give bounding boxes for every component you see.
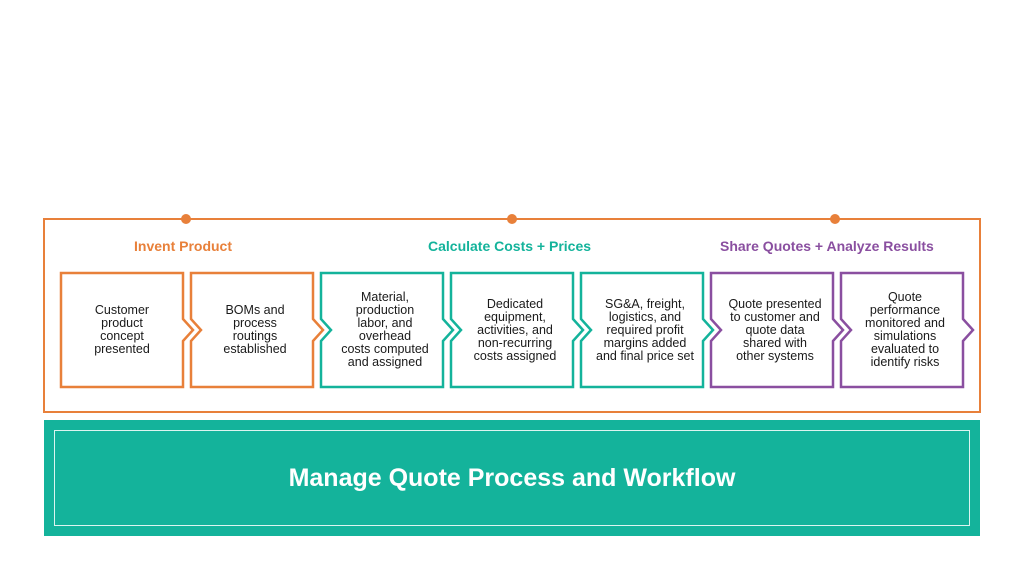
phase-label-share: Share Quotes + Analyze Results <box>720 238 934 254</box>
step-chevron <box>59 271 195 389</box>
step-label: Customer product concept presented <box>94 303 150 356</box>
step-chevron <box>709 271 845 389</box>
step-chevron <box>319 271 455 389</box>
step-chevron <box>189 271 325 389</box>
step-label: Material, production labor, and overhead… <box>341 290 429 369</box>
phase-label-calculate: Calculate Costs + Prices <box>428 238 592 254</box>
banner-title: Manage Quote Process and Workflow <box>288 463 736 492</box>
frame-marker-dot <box>830 214 840 224</box>
step-text: Quote performance monitored and simulati… <box>849 273 961 387</box>
phase-label-invent: Invent Product <box>134 238 233 254</box>
step-text: Quote presented to customer and quote da… <box>719 273 831 387</box>
step-chevron <box>579 271 715 389</box>
step-text: Material, production labor, and overhead… <box>329 273 441 387</box>
banner-inner-border <box>54 430 970 526</box>
step-label: BOMs and process routings established <box>223 303 287 356</box>
step-label: Quote presented to customer and quote da… <box>728 296 822 363</box>
step-label: SG&A, freight, logistics, and required p… <box>596 296 694 363</box>
step-text: SG&A, freight, logistics, and required p… <box>589 273 701 387</box>
step-chevrons <box>59 271 975 389</box>
step-text: Dedicated equipment, activities, and non… <box>459 273 571 387</box>
step-label: Dedicated equipment, activities, and non… <box>473 296 557 363</box>
frame-marker-dot <box>181 214 191 224</box>
step-chevron <box>449 271 585 389</box>
frame-marker-dot <box>507 214 517 224</box>
step-chevron <box>839 271 975 389</box>
step-text: Customer product concept presented <box>63 273 181 387</box>
workflow-banner: Manage Quote Process and Workflow <box>44 420 980 536</box>
step-text: BOMs and process routings established <box>199 273 311 387</box>
step-label: Quote performance monitored and simulati… <box>865 290 945 369</box>
